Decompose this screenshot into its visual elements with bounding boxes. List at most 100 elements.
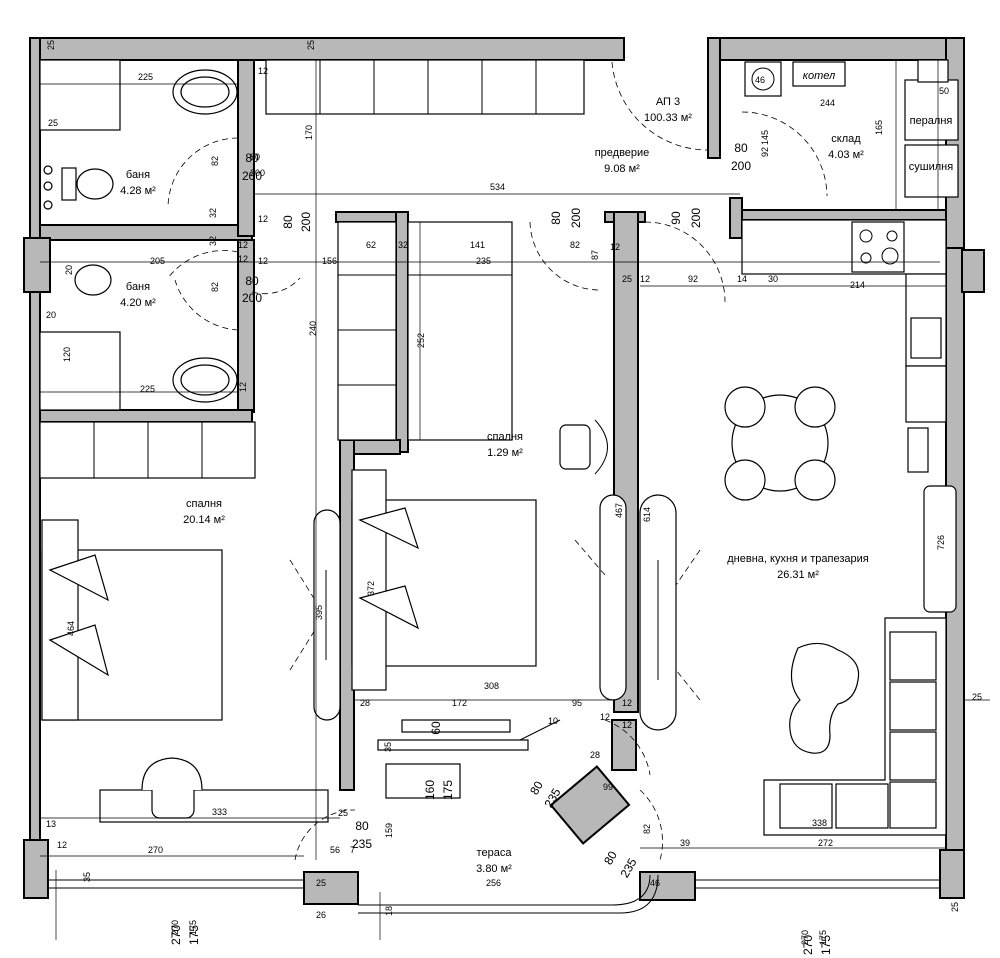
dimension-label: 82 xyxy=(642,824,652,834)
bed-2 xyxy=(351,469,537,691)
room-bed1-area: 20.14 м² xyxy=(183,514,225,526)
door-6-width: 90 xyxy=(669,211,683,225)
dimension-label: 156 xyxy=(322,256,337,266)
dimension-label: 10 xyxy=(548,716,558,726)
terrace-elements xyxy=(377,719,561,799)
dimension-label: 35 xyxy=(82,872,92,882)
dimension-label: 200 xyxy=(250,168,265,178)
dimension-label: 12 xyxy=(600,712,610,722)
dimension-label: 7 xyxy=(350,845,355,855)
dimension-label: 395 xyxy=(314,605,324,620)
dimension-label: 25 xyxy=(306,40,316,50)
dimension-label: 12 xyxy=(238,254,248,264)
storage-appliances xyxy=(744,59,959,198)
dining-table xyxy=(724,386,836,501)
dimension-label: 467 xyxy=(614,503,624,518)
bedroom-2-wardrobe xyxy=(337,221,513,441)
dimension-label: 13 xyxy=(46,819,56,829)
dimension-label: 214 xyxy=(850,280,865,290)
dimension-label: 338 xyxy=(812,818,827,828)
sheet-label-3: 270 xyxy=(801,935,815,955)
dimension-label: 82 xyxy=(210,156,220,166)
dimension-label: 82 xyxy=(210,282,220,292)
dimension-label: 25 xyxy=(622,274,632,284)
dimension-label: 25 xyxy=(46,40,56,50)
hall-wardrobe xyxy=(265,59,585,115)
dimension-label: 12 xyxy=(258,66,268,76)
room-storage-name: склад xyxy=(831,133,861,145)
dimension-label: 12 xyxy=(610,242,620,252)
kitchen xyxy=(741,219,957,613)
bed-1 xyxy=(41,519,223,721)
door-2-width: 80 xyxy=(245,274,259,288)
dimension-label: 170 xyxy=(304,125,314,140)
door-9-height: 235 xyxy=(617,856,639,881)
dimension-label: 141 xyxy=(470,240,485,250)
apartment-area: 100.33 м² xyxy=(644,112,692,124)
door-3-width: 80 xyxy=(734,141,748,155)
dimension-label: 28 xyxy=(590,750,600,760)
dimension-label: 20 xyxy=(46,310,56,320)
room-bath1-area: 4.28 м² xyxy=(120,185,156,197)
dimension-label: 32 xyxy=(398,240,408,250)
door-7-height: 235 xyxy=(352,837,372,851)
dimension-label: 240 xyxy=(308,321,318,336)
dimension-label: 32 xyxy=(208,208,218,218)
window-2-width: 160 xyxy=(423,780,437,800)
dimension-label: 252 xyxy=(416,333,426,348)
room-living-name: дневна, кухня и трапезария xyxy=(727,553,869,565)
room-bath2-name: баня xyxy=(126,281,150,293)
dimension-label: 95 xyxy=(572,698,582,708)
dryer-label: сушилня xyxy=(909,161,953,173)
room-terrace-area: 3.80 м² xyxy=(476,863,512,875)
dimension-label: 82 xyxy=(570,240,580,250)
dimension-label: 12 xyxy=(238,240,248,250)
dimension-label: 56 xyxy=(330,845,340,855)
door-1-width: 80 xyxy=(245,151,259,165)
dimension-label: 25 xyxy=(338,808,348,818)
sheet-label-4: 175 xyxy=(819,935,833,955)
dimension-label: 256 xyxy=(486,878,501,888)
dimension-label: 244 xyxy=(820,98,835,108)
bedroom-1-wardrobe xyxy=(39,421,256,479)
bedroom-2-chair xyxy=(559,419,608,475)
room-bath2-area: 4.20 м² xyxy=(120,297,156,309)
room-bath1-name: баня xyxy=(126,169,150,181)
sofa xyxy=(763,617,947,836)
door-5-height: 200 xyxy=(569,208,583,228)
dimension-lines xyxy=(40,60,990,940)
dimension-label: 25 xyxy=(316,878,326,888)
dimension-label: 25 xyxy=(950,902,960,912)
dimension-label: 12 xyxy=(57,840,67,850)
door-4-height: 200 xyxy=(299,212,313,232)
sheet-label-1: 270 xyxy=(169,925,183,945)
dimension-label: 175 xyxy=(188,920,198,935)
dimension-label: 534 xyxy=(490,182,505,192)
dimension-label: 120 xyxy=(62,347,72,362)
dimension-label: 145 xyxy=(760,130,770,145)
sheet-label-2: 175 xyxy=(187,925,201,945)
dimension-label: 270 xyxy=(170,920,180,935)
dimension-label: 12 xyxy=(238,382,248,392)
door-3-height: 200 xyxy=(731,159,751,173)
dimension-label: 35 xyxy=(383,742,393,752)
dimension-label: 175 xyxy=(818,930,828,945)
desk-bedroom-1 xyxy=(99,757,329,823)
dimension-label: 225 xyxy=(140,384,155,394)
room-living-area: 26.31 м² xyxy=(777,569,819,581)
window-2-height: 175 xyxy=(441,780,455,800)
dimension-label: 270 xyxy=(800,930,810,945)
dimension-label: 272 xyxy=(818,838,833,848)
door-4-width: 80 xyxy=(281,215,295,229)
room-bed2-area: 1.29 м² xyxy=(487,447,523,459)
door-8-width: 80 xyxy=(527,778,546,797)
dimension-label: 92 xyxy=(760,147,770,157)
dimension-label: 308 xyxy=(484,681,499,691)
boiler-cap: 46 xyxy=(755,75,765,85)
dimension-label: 333 xyxy=(212,807,227,817)
door-7-width: 80 xyxy=(355,819,369,833)
window-1-width: 60 xyxy=(429,721,443,735)
dimension-label: 165 xyxy=(874,120,884,135)
